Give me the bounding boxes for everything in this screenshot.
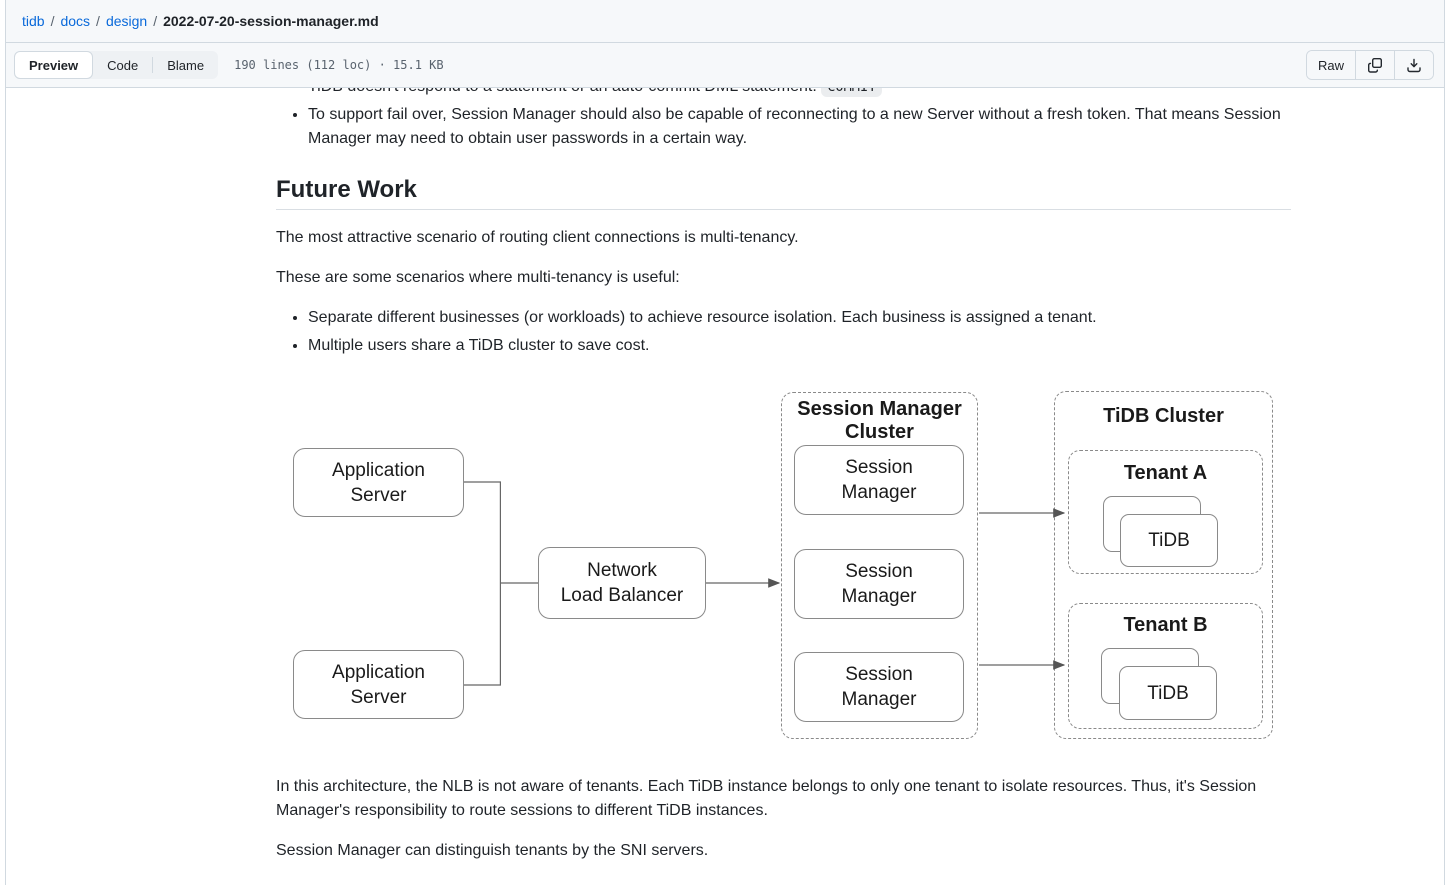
para-multi-tenancy: The most attractive scenario of routing … xyxy=(276,229,799,246)
tidb-cluster-box xyxy=(1054,391,1273,739)
session-manager-cluster-title: Session Manager Cluster xyxy=(797,398,962,443)
breadcrumb: tidb / docs / design / 2022-07-20-sessio… xyxy=(6,0,1444,43)
bullet-resource-isolation: Separate different businesses (or worklo… xyxy=(308,306,1291,330)
para-scenarios: These are some scenarios where multi-ten… xyxy=(276,269,680,286)
tenant-a-box xyxy=(1068,450,1263,574)
breadcrumb-docs-link[interactable]: docs xyxy=(60,13,91,29)
tenant-b-tidb-box: TiDB xyxy=(1119,666,1217,720)
bullet-list-scenarios: Separate different businesses (or worklo… xyxy=(276,306,1291,358)
tidb-cluster-title: TiDB Cluster xyxy=(1103,405,1224,427)
network-load-balancer-box: Network Load Balancer xyxy=(538,547,706,619)
tenant-a-title: Tenant A xyxy=(1123,462,1208,484)
para-architecture: In this architecture, the NLB is not awa… xyxy=(276,778,1257,819)
clipped-text: TiDB doesn't respond to a statement or a… xyxy=(308,88,817,95)
file-info: 190 lines (112 loc) · 15.1 KB xyxy=(234,58,444,72)
markdown-content: TiDB doesn't respond to a statement or a… xyxy=(6,88,1444,879)
commit-code-span: COMMIT xyxy=(821,88,883,97)
markdown-body: TiDB doesn't respond to a statement or a… xyxy=(276,88,1291,863)
copy-icon[interactable] xyxy=(1355,51,1394,79)
tab-divider xyxy=(152,57,154,73)
bullet-share-cluster: Multiple users share a TiDB cluster to s… xyxy=(308,334,1291,358)
breadcrumb-separator: / xyxy=(96,13,100,29)
heading-future-work: Future Work xyxy=(276,175,1291,210)
raw-button[interactable]: Raw xyxy=(1306,51,1355,79)
session-manager-cluster-box xyxy=(781,392,978,739)
app-server-2-box: Application Server xyxy=(293,650,464,719)
session-manager-2-box: Session Manager xyxy=(794,549,964,619)
download-icon[interactable] xyxy=(1394,51,1433,79)
tab-blame[interactable]: Blame xyxy=(153,51,218,79)
file-view-panel: tidb / docs / design / 2022-07-20-sessio… xyxy=(5,0,1445,885)
tenant-b-box xyxy=(1068,603,1263,729)
breadcrumb-repo-link[interactable]: tidb xyxy=(22,13,45,29)
breadcrumb-separator: / xyxy=(50,13,55,29)
breadcrumb-design-link[interactable]: design xyxy=(105,13,148,29)
tenant-a-tidb-box: TiDB xyxy=(1120,514,1218,567)
bullet-failover: To support fail over, Session Manager sh… xyxy=(308,103,1291,151)
tenant-b-title: Tenant B xyxy=(1123,614,1208,636)
session-manager-1-box: Session Manager xyxy=(794,445,964,515)
session-manager-3-box: Session Manager xyxy=(794,652,964,722)
architecture-diagram-image: Session Manager Cluster TiDB Cluster Ten… xyxy=(276,374,1291,759)
tab-preview[interactable]: Preview xyxy=(14,51,94,79)
clipped-list-line: TiDB doesn't respond to a statement or a… xyxy=(308,88,1291,99)
bullet-list-top: TiDB doesn't respond to a statement or a… xyxy=(276,88,1291,151)
view-mode-tabs: Preview Code Blame xyxy=(14,51,219,79)
file-toolbar: Preview Code Blame 190 lines (112 loc) ·… xyxy=(6,43,1444,88)
tab-code[interactable]: Code xyxy=(93,51,152,79)
breadcrumb-filename: 2022-07-20-session-manager.md xyxy=(163,13,379,29)
breadcrumb-separator: / xyxy=(153,13,158,29)
para-sni: Session Manager can distinguish tenants … xyxy=(276,842,709,859)
app-server-1-box: Application Server xyxy=(293,448,464,517)
file-actions-group: Raw xyxy=(1305,50,1434,80)
